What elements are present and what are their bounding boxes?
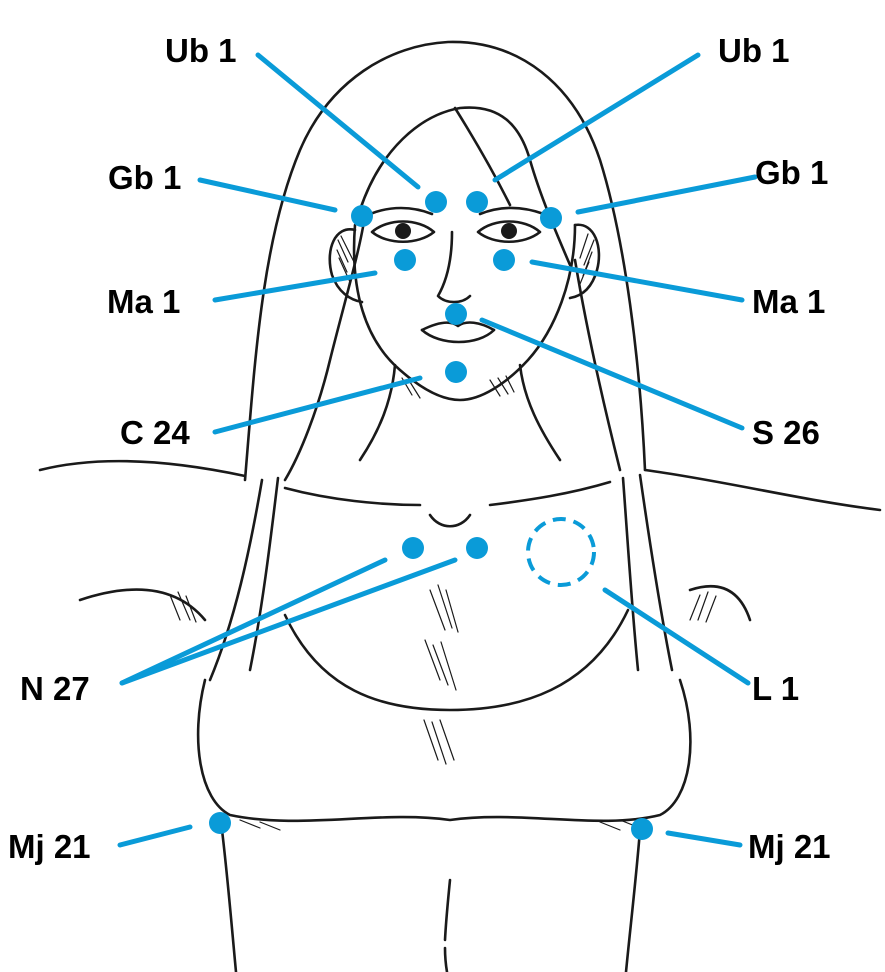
leader-n27-b: [122, 560, 455, 683]
torso-left: [222, 830, 236, 972]
neck-right: [520, 365, 560, 460]
label-l1: L 1: [752, 670, 799, 707]
point-s26: [445, 303, 467, 325]
leader-gb1-right: [578, 177, 755, 212]
point-mj21-right: [631, 818, 653, 840]
point-gb1-right: [540, 207, 562, 229]
point-ub1-left: [425, 191, 447, 213]
left-strap-inner: [250, 478, 278, 670]
leader-mj21-left: [120, 827, 190, 845]
point-ma1-left: [394, 249, 416, 271]
point-n27-left: [402, 537, 424, 559]
chest-hatching: [240, 585, 640, 830]
label-mj21-left: Mj 21: [8, 828, 91, 865]
label-mj21-right: Mj 21: [748, 828, 831, 865]
leader-ub1-right: [495, 55, 698, 180]
right-eyebrow: [480, 208, 544, 214]
right-strap-inner: [623, 478, 638, 670]
label-ma1-right: Ma 1: [752, 283, 825, 320]
bra-band: [198, 680, 690, 821]
left-arm: [80, 590, 205, 620]
leader-ub1-left: [258, 55, 418, 187]
collarbone-left: [285, 488, 420, 505]
point-l1-ring: [528, 519, 594, 585]
navel-line: [445, 880, 450, 940]
leader-gb1-left: [200, 180, 335, 210]
label-gb1-right: Gb 1: [755, 154, 828, 191]
point-n27-right: [466, 537, 488, 559]
label-s26: S 26: [752, 414, 820, 451]
point-c24: [445, 361, 467, 383]
point-gb1-left: [351, 205, 373, 227]
left-eyebrow: [370, 208, 432, 214]
label-n27: N 27: [20, 670, 90, 707]
hair-strand: [575, 260, 620, 470]
torso-right: [626, 830, 640, 972]
label-ub1-right: Ub 1: [718, 32, 790, 69]
right-pupil: [501, 223, 517, 239]
label-c24: C 24: [120, 414, 190, 451]
leader-n27-a: [122, 560, 385, 683]
left-shoulder: [40, 461, 245, 476]
right-strap: [640, 475, 672, 670]
label-ma1-left: Ma 1: [107, 283, 180, 320]
right-shoulder: [645, 470, 880, 510]
torso-seam: [445, 948, 447, 972]
point-labels: Ub 1 Ub 1 Gb 1 Gb 1 Ma 1 Ma 1 C 24 S 26 …: [8, 32, 831, 865]
left-pupil: [395, 223, 411, 239]
leader-l1: [605, 590, 748, 683]
neck-left: [360, 365, 395, 460]
leader-mj21-right: [668, 833, 740, 845]
sternal-notch: [430, 515, 470, 526]
leader-c24: [215, 378, 420, 432]
hair-strand: [455, 108, 510, 205]
point-mj21-left: [209, 812, 231, 834]
leader-lines: [120, 55, 755, 845]
label-ub1-left: Ub 1: [165, 32, 237, 69]
nose: [438, 232, 470, 302]
leader-ma1-left: [215, 273, 375, 300]
collarbone-right: [490, 482, 610, 505]
ear-hatching: [337, 234, 594, 284]
point-ub1-right: [466, 191, 488, 213]
label-gb1-left: Gb 1: [108, 159, 181, 196]
right-arm: [690, 586, 750, 620]
point-ma1-right: [493, 249, 515, 271]
lower-lip: [422, 330, 494, 342]
